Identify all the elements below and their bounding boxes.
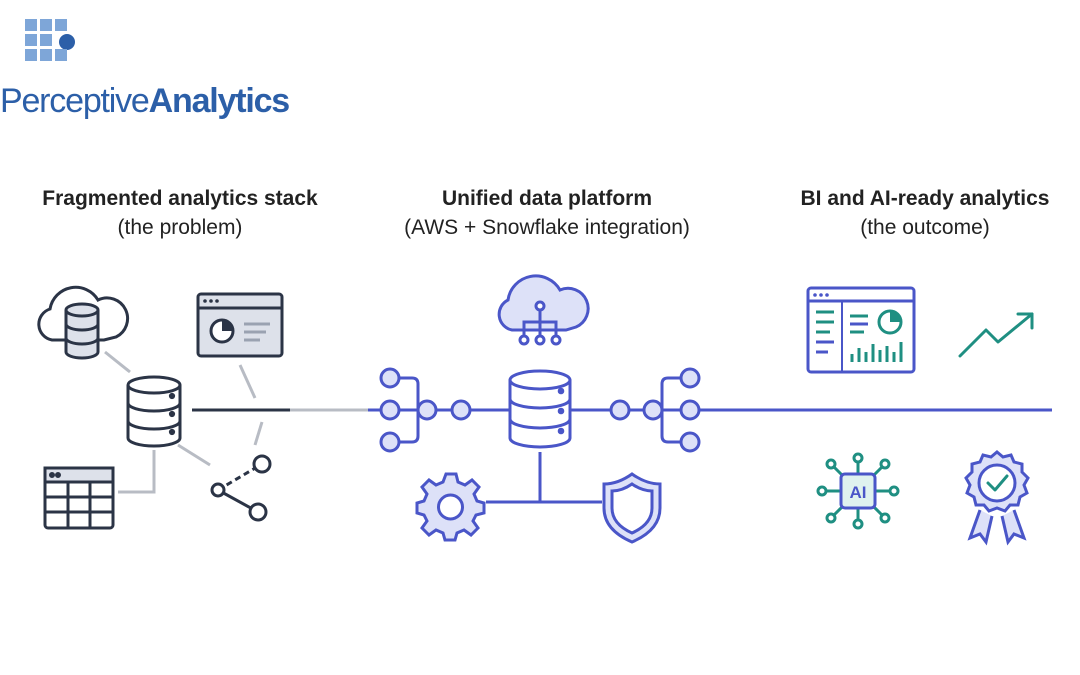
bi-dashboard-icon xyxy=(806,286,916,374)
gear-icon xyxy=(415,472,486,542)
spreadsheet-icon xyxy=(43,466,115,530)
logo-name-bold: Analytics xyxy=(148,82,291,120)
shield-icon xyxy=(602,472,662,544)
problem-title: Fragmented analytics stack xyxy=(42,187,318,210)
problem-connectors xyxy=(104,350,368,494)
ai-chip-icon xyxy=(816,452,900,530)
platform-title: Unified data platform xyxy=(441,187,652,210)
company-logo: PerceptiveAnalytics xyxy=(0,16,290,120)
outcome-title: BI and AI-ready analytics xyxy=(800,187,1050,210)
logo-tiles-icon xyxy=(25,19,75,61)
outcome-subtitle: (the outcome) xyxy=(860,216,990,239)
share-nodes-icon xyxy=(210,454,272,522)
platform-database-icon xyxy=(508,369,572,449)
dashboard-window-icon xyxy=(196,292,284,358)
award-badge-icon xyxy=(964,450,1030,546)
ai-chip-label: AI xyxy=(850,483,867,502)
problem-heading: Fragmented analytics stack (the problem) xyxy=(0,184,360,242)
platform-subtitle: (AWS + Snowflake integration) xyxy=(404,216,690,239)
outcome-heading: BI and AI-ready analytics (the outcome) xyxy=(745,184,1080,242)
logo-name-light: Perceptive xyxy=(0,82,150,120)
branch-nodes-icon xyxy=(379,367,701,453)
cloud-database-icon xyxy=(37,285,130,360)
cloud-network-icon xyxy=(497,274,590,346)
platform-heading: Unified data platform (AWS + Snowflake i… xyxy=(367,184,727,242)
trend-up-icon xyxy=(958,312,1034,358)
logo-wordmark: PerceptiveAnalytics xyxy=(0,82,291,121)
database-icon xyxy=(126,375,182,448)
problem-subtitle: (the problem) xyxy=(117,216,243,239)
